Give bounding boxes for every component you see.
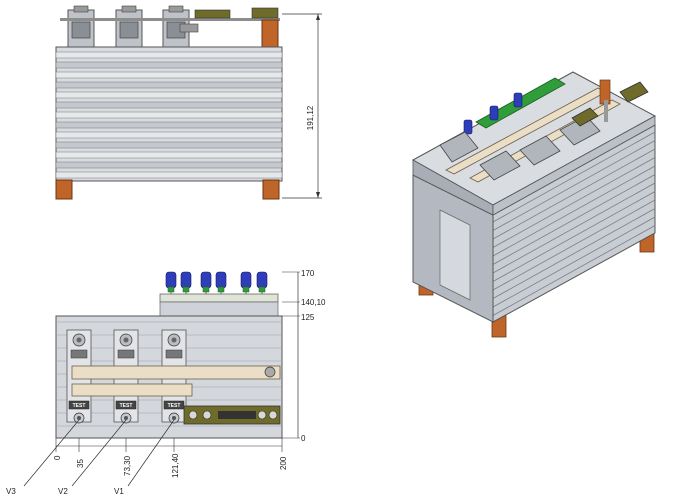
isometric-view [411,71,657,338]
iso-fin [492,199,656,291]
iso-capacitors [463,92,523,135]
front-fin [55,161,283,169]
dim-0-vertical: 0 [301,434,306,443]
front-fin [55,71,283,79]
capacitor-base [167,286,175,293]
iso-fin [492,165,656,257]
phase-label-v2: V2 [58,487,68,496]
iso-fin [492,131,656,223]
front-fin [55,61,283,69]
top-view: TEST TEST TEST 170 140,10 125 0 [6,269,326,496]
module-screw-center [123,337,129,343]
iso-fin [492,182,656,274]
module-test-plate [115,400,137,410]
iso-fin [492,140,656,231]
module-terminal-center [172,416,176,420]
capacitor-base [242,286,250,293]
module-test-label: TEST [168,403,181,409]
module-test-label: TEST [73,403,86,409]
module-test-plate [68,400,90,410]
capacitor [165,271,177,289]
front-fin [55,171,283,179]
capacitor [180,271,192,289]
front-fin [55,141,283,149]
front-height-dimension: 191,12 [282,13,322,199]
capacitor-base [182,286,190,293]
top-view-right-dimensions: 170 140,10 125 0 [282,269,326,443]
front-fin [55,81,283,89]
front-fin [55,121,283,129]
module-screw-center [76,337,82,343]
dim-73-30: 73,30 [123,455,132,476]
front-fin [55,91,283,99]
module-label-block [165,349,183,359]
front-view: 191,12 [55,5,322,200]
dim-35: 35 [76,459,85,468]
iso-fin [492,208,656,299]
capacitor [256,271,268,289]
front-fin [55,151,283,159]
top-view-bus-bar-upper [71,365,281,380]
front-copper-post-top [261,19,279,49]
iso-clamps [439,115,601,181]
phase-label-v3: V3 [6,487,16,496]
top-view-capacitors [165,271,268,300]
front-fin [55,101,283,109]
module-terminal-center [77,416,81,420]
front-fin [55,111,283,119]
dim-121-40: 121,40 [171,453,180,478]
phase-leaders: V3 V2 V1 [6,419,175,496]
capacitor-base [217,286,225,293]
dim-0-horizontal: 0 [53,455,62,460]
iso-fin [492,157,656,248]
iso-fin [492,191,656,282]
iso-bracket [619,81,649,103]
top-view-pcb [159,293,279,303]
top-view-bus-bar-lower [71,383,193,397]
dim-125: 125 [301,313,315,322]
iso-fin [492,216,656,308]
capacitor-base [202,286,210,293]
module-label-block [117,349,135,359]
front-terminals [60,5,280,49]
capacitor-base [258,286,266,293]
capacitor [240,271,252,289]
front-fin [55,51,283,59]
phase-label-v1: V1 [114,487,124,496]
module-screw-center [171,337,177,343]
iso-fin [492,148,656,240]
module-label-block [70,349,88,359]
front-copper-foot-left [55,179,73,200]
front-copper-foot-right [262,179,280,200]
front-fin [55,131,283,139]
iso-heatsink-base-center [439,209,471,301]
height-dimension-label: 191,12 [306,105,315,130]
dim-170: 170 [301,269,315,278]
dim-140-10: 140,10 [301,298,326,307]
module-terminal-center [124,416,128,420]
front-heatsink-fins [55,51,283,179]
module-test-label: TEST [120,403,133,409]
capacitor [200,271,212,289]
module-test-plate [163,400,185,410]
dim-200: 200 [279,456,288,470]
top-view-bottom-dimensions: 0 35 73,30 121,40 200 [53,438,288,478]
iso-fin [492,225,656,316]
capacitor [215,271,227,289]
iso-fin [492,174,656,265]
